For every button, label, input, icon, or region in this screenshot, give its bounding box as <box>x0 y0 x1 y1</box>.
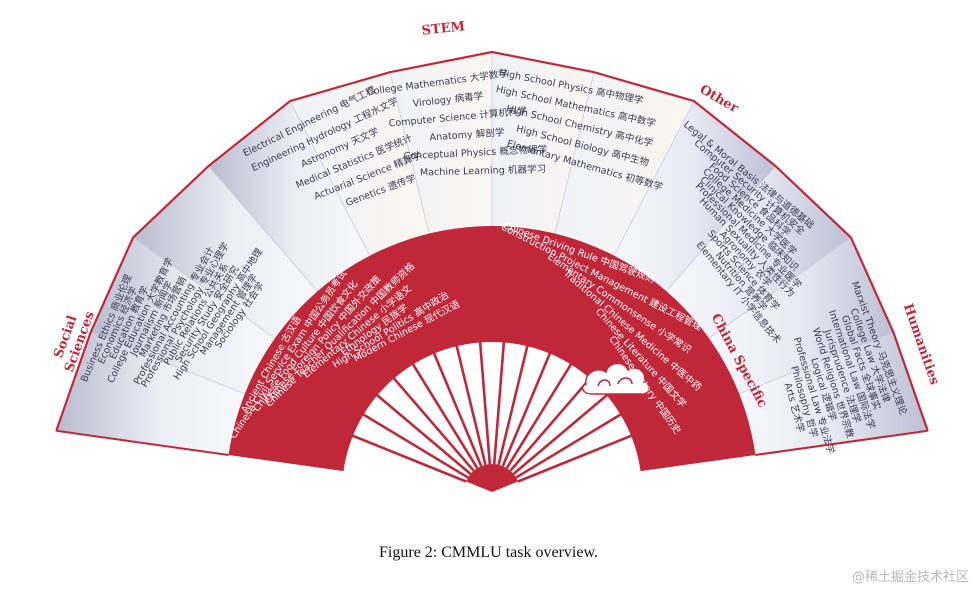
fan-rib <box>505 360 575 469</box>
fan-rib <box>497 342 530 466</box>
fan-rib <box>409 360 479 469</box>
fan-rib <box>509 374 594 472</box>
red-band <box>228 226 756 472</box>
fan-left-edge <box>56 429 229 456</box>
subject-label: Machine Learning 机器学习 <box>420 163 547 179</box>
china-specific-band <box>228 226 756 472</box>
cloud-emblem-icon <box>581 362 650 395</box>
fan-rib <box>431 349 483 467</box>
fan-rib <box>359 411 469 479</box>
fan-right-edge <box>755 429 928 456</box>
fan-panels <box>55 50 929 456</box>
fan-top-edge <box>55 50 929 432</box>
fan-rib <box>454 342 487 466</box>
fan-rib <box>348 433 467 483</box>
fan-rib <box>492 338 506 465</box>
fan-pivot <box>466 464 518 492</box>
fan-rib <box>517 433 636 483</box>
fan-rib <box>515 411 625 479</box>
category-label-line: STEM <box>421 19 466 38</box>
category-label-stem: STEM <box>421 19 466 38</box>
fan-rib <box>512 391 611 475</box>
figure-caption: Figure 2: CMMLU task overview. <box>379 544 598 561</box>
watermark: @稀土掘金技术社区 <box>851 570 969 585</box>
fan-rib <box>501 349 553 467</box>
fan-rib <box>478 338 492 465</box>
fan-rib <box>373 391 472 475</box>
fan-ribs <box>348 338 636 492</box>
fan-rib <box>390 374 475 472</box>
subject-label: Anatomy 解剖学 <box>429 126 505 143</box>
